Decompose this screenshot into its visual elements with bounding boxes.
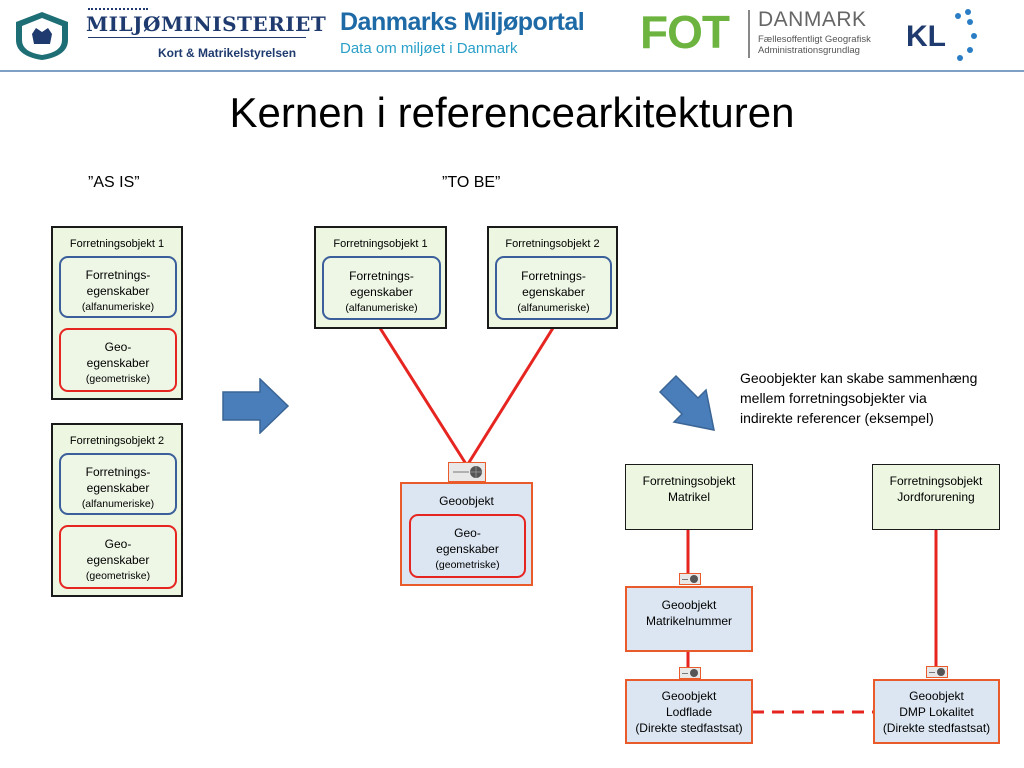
matrikel-line1: Forretningsobjekt xyxy=(642,474,736,488)
forr-line2: egenskaber xyxy=(522,285,585,299)
fot-subtitle-line2: Administrationsgrundlag xyxy=(758,45,860,56)
example-note: Geoobjekter kan skabe sammenhæng mellem … xyxy=(740,368,977,428)
miljoportal-logo-subtitle: Data om miljøet i Danmark xyxy=(340,40,518,57)
geo-line2: egenskaber xyxy=(436,542,499,556)
fot-logo: FOT xyxy=(640,6,730,58)
tobe-business-object-1: Forretningsobjekt 1 Forretnings- egenska… xyxy=(314,226,447,329)
as-is-label: ”AS IS” xyxy=(88,174,140,191)
lod-line1: Geoobjekt xyxy=(661,689,717,703)
tobe-business-object-2: Forretningsobjekt 2 Forretnings- egenska… xyxy=(487,226,618,329)
geoobjekt-matrikelnummer: Geoobjekt Matrikelnummer xyxy=(625,586,753,652)
fot-danmark-text: DANMARK xyxy=(758,8,867,31)
reference-connector-icon xyxy=(448,462,486,482)
forr-line1: Forretnings- xyxy=(349,269,414,283)
asis-business-object-2: Forretningsobjekt 2 Forretnings- egenska… xyxy=(51,423,183,597)
miljoportal-logo-title: Danmarks Miljøportal xyxy=(340,8,585,36)
geo-line3: (geometriske) xyxy=(85,570,151,582)
jord-line1: Forretningsobjekt xyxy=(889,474,983,488)
lod-line2: Lodflade xyxy=(665,705,713,719)
asis-obj1-business-props: Forretnings- egenskaber (alfanumeriske) xyxy=(59,256,177,318)
dmp-line2: DMP Lokalitet xyxy=(899,705,974,719)
tobe-obj2-business-props: Forretnings- egenskaber (alfanumeriske) xyxy=(495,256,612,320)
reference-connector-icon xyxy=(679,573,701,585)
reference-connector-icon xyxy=(926,666,948,678)
forr-line2: egenskaber xyxy=(86,284,150,298)
tobe-obj2-title: Forretningsobjekt 2 xyxy=(505,238,600,250)
forr-line2: egenskaber xyxy=(350,285,413,299)
miljoministeriet-logo-text: MILJØMINISTERIET xyxy=(86,12,327,36)
diagonal-arrow-icon xyxy=(658,374,715,431)
forr-line1: Forretnings- xyxy=(85,268,151,282)
forr-line3: (alfanumeriske) xyxy=(81,498,155,510)
logo-divider xyxy=(88,37,306,38)
geoobjekt-lodflade: Geoobjekt Lodflade (Direkte stedfastsat) xyxy=(625,679,753,744)
asis-obj2-geo-props: Geo- egenskaber (geometriske) xyxy=(59,525,177,589)
note-line1: Geoobjekter kan skabe sammenhæng xyxy=(740,370,978,386)
fot-subtitle: Fællesoffentligt Geografisk Administrati… xyxy=(758,34,871,56)
dmp-line3: (Direkte stedfastsat) xyxy=(882,721,991,735)
forr-line3: (alfanumeriske) xyxy=(517,302,590,314)
asis-obj2-business-props: Forretnings- egenskaber (alfanumeriske) xyxy=(59,453,177,515)
asis-obj1-title: Forretningsobjekt 1 xyxy=(69,238,165,250)
forr-line1: Forretnings- xyxy=(521,269,586,283)
mnr-line1: Geoobjekt xyxy=(661,598,717,612)
slide-title: Kernen i referencearkitekturen xyxy=(229,89,795,136)
tobe-obj1-business-props: Forretnings- egenskaber (alfanumeriske) xyxy=(322,256,441,320)
fot-divider xyxy=(748,10,750,58)
reference-connector-icon xyxy=(679,667,701,679)
forr-line2: egenskaber xyxy=(86,481,150,495)
tobe-geoobjekt-title: Geoobjekt xyxy=(439,494,494,508)
tobe-geo-props: Geo- egenskaber (geometriske) xyxy=(409,514,526,578)
tobe-geoobjekt: Geoobjekt Geo- egenskaber (geometriske) xyxy=(400,482,533,586)
mnr-line2: Matrikelnummer xyxy=(645,614,732,628)
crown-crest-icon xyxy=(16,12,68,60)
kms-logo-text: Kort & Matrikelstyrelsen xyxy=(158,46,297,60)
jord-line2: Jordforurening xyxy=(897,490,975,504)
business-object-matrikel: Forretningsobjekt Matrikel xyxy=(625,464,753,530)
geo-line1: Geo- xyxy=(104,340,132,354)
forr-line3: (alfanumeriske) xyxy=(345,302,418,314)
fot-subtitle-line1: Fællesoffentligt Geografisk xyxy=(758,34,871,45)
dmp-line1: Geoobjekt xyxy=(909,689,964,703)
matrikel-line2: Matrikel xyxy=(667,490,710,504)
geo-line3: (geometriske) xyxy=(435,559,500,571)
asis-obj2-title: Forretningsobjekt 2 xyxy=(69,435,165,447)
to-be-label: ”TO BE” xyxy=(442,174,501,191)
tobe-obj1-title: Forretningsobjekt 1 xyxy=(333,238,428,250)
note-line3: indirekte referencer (eksempel) xyxy=(740,410,934,426)
geo-line1: Geo- xyxy=(104,537,132,551)
forr-line3: (alfanumeriske) xyxy=(81,301,155,313)
geo-line1: Geo- xyxy=(454,526,481,540)
business-object-jordforurening: Forretningsobjekt Jordforurening xyxy=(872,464,1000,530)
forr-line1: Forretnings- xyxy=(85,465,151,479)
kl-logo-text: KL xyxy=(906,20,946,53)
asis-business-object-1: Forretningsobjekt 1 Forretnings- egenska… xyxy=(51,226,183,400)
geo-line3: (geometriske) xyxy=(85,373,151,385)
geoobjekt-dmp-lokalitet: Geoobjekt DMP Lokalitet (Direkte stedfas… xyxy=(873,679,1000,744)
kl-dots-icon xyxy=(955,9,977,61)
geo-line2: egenskaber xyxy=(86,553,150,567)
asis-obj1-geo-props: Geo- egenskaber (geometriske) xyxy=(59,328,177,392)
geo-line2: egenskaber xyxy=(86,356,150,370)
header-bar: MILJØMINISTERIET Kort & Matrikelstyrelse… xyxy=(0,0,1024,72)
lod-line3: (Direkte stedfastsat) xyxy=(635,721,743,735)
dots-decoration xyxy=(88,8,148,14)
note-line2: mellem forretningsobjekter via xyxy=(740,390,927,406)
right-arrow-icon xyxy=(222,378,290,434)
